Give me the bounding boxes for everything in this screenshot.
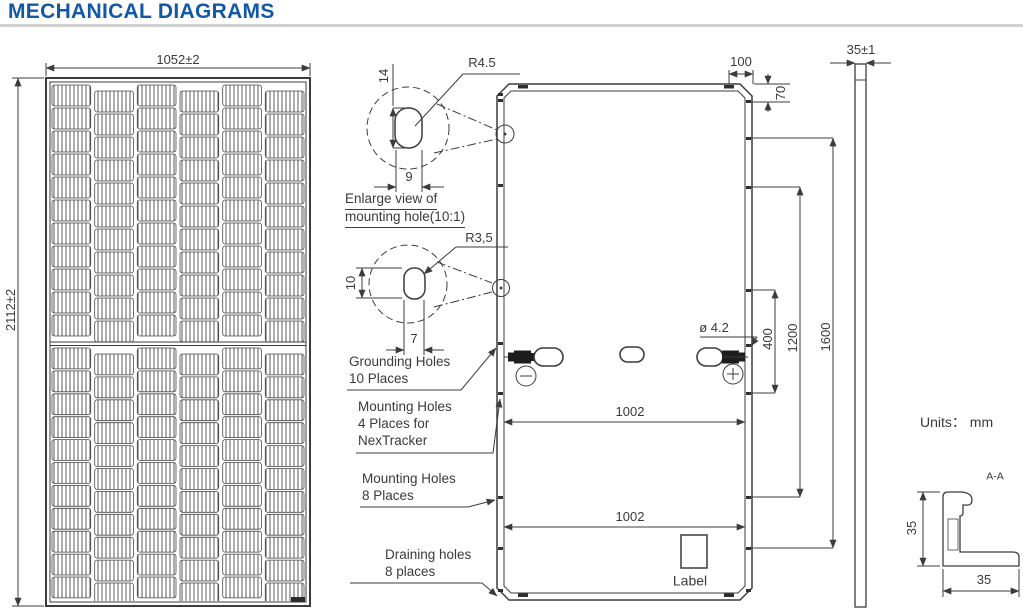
dim-100: 100 bbox=[730, 53, 752, 69]
grounding-holes-label-line1: Grounding Holes bbox=[349, 354, 451, 369]
back-view-drawing bbox=[492, 70, 837, 601]
slot-width-bottom-dim: 7 bbox=[410, 330, 418, 346]
draining-holes-label-line1: Draining holes bbox=[385, 547, 472, 562]
units-note: Units： mm bbox=[920, 414, 994, 430]
section-height-dim: 35 bbox=[903, 520, 919, 536]
plus-in-circle-icon bbox=[722, 363, 744, 385]
solar-cell-grid bbox=[51, 84, 305, 601]
draining-holes-label-line2: 8 places bbox=[385, 564, 436, 579]
section-aa-drawing bbox=[917, 491, 1020, 597]
minus-in-circle-icon bbox=[515, 365, 537, 387]
thickness-dim: 35±1 bbox=[846, 41, 876, 57]
enlarge-view-top-drawing bbox=[366, 64, 520, 192]
frame-hole-marks bbox=[498, 85, 751, 597]
title-divider bbox=[0, 24, 1023, 27]
mounting-nextracker-label-line2: 4 Places for bbox=[358, 416, 430, 431]
page-title: MECHANICAL DIAGRAMS bbox=[8, 0, 275, 23]
slot-radius-bottom-dim: R3,5 bbox=[465, 229, 493, 245]
front-view-drawing bbox=[12, 63, 311, 607]
dim-1600: 1600 bbox=[817, 322, 833, 352]
grounding-holes-label-line2: 10 Places bbox=[349, 371, 409, 386]
slot-height-top-dim: 14 bbox=[375, 68, 391, 84]
junction-box-connectors bbox=[504, 346, 748, 387]
label-box-text: Label bbox=[672, 572, 708, 589]
enlarge-caption-line2: mounting hole(10:1) bbox=[345, 209, 466, 228]
mounting-nextracker-label-line3: NexTracker bbox=[358, 433, 428, 448]
dim-400: 400 bbox=[759, 328, 775, 350]
slot-radius-top-dim: R4.5 bbox=[468, 54, 496, 70]
side-view-drawing bbox=[830, 59, 891, 608]
mounting-8-label-line2: 8 Places bbox=[362, 488, 414, 503]
label-box bbox=[680, 534, 708, 569]
section-name: A-A bbox=[986, 470, 1004, 483]
enlarge-caption-line1: Enlarge view of bbox=[345, 191, 438, 210]
enlarge-view-bottom-drawing bbox=[356, 244, 508, 355]
dim-1002-lower: 1002 bbox=[615, 508, 645, 524]
dim-70: 70 bbox=[772, 85, 788, 101]
slot-height-bottom-dim: 10 bbox=[342, 275, 358, 291]
dim-1002-upper: 1002 bbox=[615, 403, 645, 419]
dim-1200: 1200 bbox=[784, 323, 800, 353]
slot-width-top-dim: 9 bbox=[405, 168, 413, 184]
front-width-dim: 1052±2 bbox=[156, 51, 200, 67]
mounting-nextracker-label-line1: Mounting Holes bbox=[358, 399, 452, 414]
front-height-dim: 2112±2 bbox=[2, 288, 18, 332]
hole-diameter-dim: ø 4.2 bbox=[699, 319, 729, 335]
section-width-dim: 35 bbox=[976, 571, 992, 587]
mounting-8-label-line1: Mounting Holes bbox=[362, 471, 456, 486]
